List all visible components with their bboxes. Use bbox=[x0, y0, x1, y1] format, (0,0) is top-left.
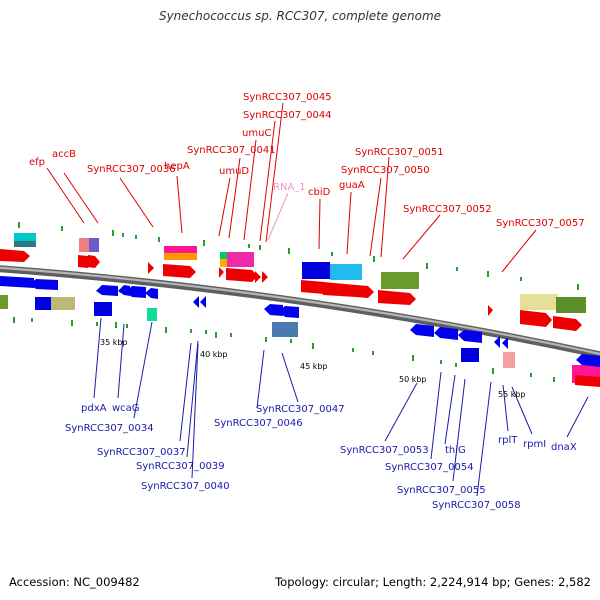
scale-ticks-outer bbox=[18, 222, 579, 290]
reverse-genes bbox=[0, 276, 600, 367]
label-SynRCC307-0034: SynRCC307_0034 bbox=[65, 423, 154, 434]
label-cbiD: cbiD bbox=[308, 187, 331, 198]
label-SynRCC307-0041: SynRCC307_0041 bbox=[187, 145, 276, 156]
label-SynRCC307-0054: SynRCC307_0054 bbox=[385, 462, 474, 473]
label-SynRCC307-0039: SynRCC307_0039 bbox=[136, 461, 225, 472]
label-efp: efp bbox=[29, 157, 45, 168]
label-SynRCC307-0045: SynRCC307_0045 bbox=[243, 92, 332, 103]
label-SynRCC307-0040: SynRCC307_0040 bbox=[141, 481, 230, 492]
top-labels: efp accB SynRCC307_0036 hepA umuD SynRCC… bbox=[29, 92, 585, 229]
kbp-label-45: 45 kbp bbox=[300, 362, 328, 371]
rna-leader-line bbox=[267, 192, 289, 241]
label-SynRCC307-0044: SynRCC307_0044 bbox=[243, 110, 332, 121]
label-umuD: umuD bbox=[219, 166, 249, 177]
label-umuC: umuC bbox=[242, 128, 271, 139]
bottom-leader-lines bbox=[93, 317, 589, 497]
label-SynRCC307-0036: SynRCC307_0036 bbox=[87, 164, 176, 175]
label-rplT: rplT bbox=[498, 435, 518, 446]
scale-ticks-inner bbox=[13, 317, 555, 382]
label-guaA: guaA bbox=[339, 180, 365, 191]
top-leader-lines bbox=[46, 102, 537, 273]
forward-genes bbox=[0, 249, 600, 387]
label-rpmI: rpmI bbox=[523, 439, 546, 450]
label-SynRCC307-0050: SynRCC307_0050 bbox=[341, 165, 430, 176]
label-SynRCC307-0055: SynRCC307_0055 bbox=[397, 485, 486, 496]
label-SynRCC307-0037: SynRCC307_0037 bbox=[97, 447, 186, 458]
page-title: Synechococcus sp. RCC307, complete genom… bbox=[158, 9, 442, 23]
label-hepA: hepA bbox=[164, 161, 190, 172]
label-thiG: thiG bbox=[445, 445, 466, 456]
label-accB: accB bbox=[52, 149, 76, 160]
kbp-label-55: 55 kbp bbox=[498, 390, 526, 399]
label-SynRCC307-0057: SynRCC307_0057 bbox=[496, 218, 585, 229]
kbp-markers: 35 kbp 40 kbp 45 kbp 50 kbp 55 kbp bbox=[100, 338, 526, 399]
label-SynRCC307-0052: SynRCC307_0052 bbox=[403, 204, 492, 215]
label-SynRCC307-0058: SynRCC307_0058 bbox=[432, 500, 521, 511]
label-SynRCC307-0046: SynRCC307_0046 bbox=[214, 418, 303, 429]
label-dnaX: dnaX bbox=[551, 442, 577, 453]
feature-blocks-upper bbox=[0, 233, 600, 383]
label-SynRCC307-0047: SynRCC307_0047 bbox=[256, 404, 345, 415]
genome-summary-text: Topology: circular; Length: 2,224,914 bp… bbox=[275, 575, 591, 589]
label-pdxA: pdxA bbox=[81, 403, 107, 414]
accession-text: Accession: NC_009482 bbox=[9, 575, 140, 589]
genome-backbone bbox=[0, 265, 600, 359]
label-SynRCC307-0051: SynRCC307_0051 bbox=[355, 147, 444, 158]
label-RNA-1: RNA_1 bbox=[273, 182, 306, 193]
bottom-labels: pdxA wcaG SynRCC307_0034 SynRCC307_0037 … bbox=[65, 403, 577, 511]
label-SynRCC307-0053: SynRCC307_0053 bbox=[340, 445, 429, 456]
label-wcaG: wcaG bbox=[112, 403, 140, 414]
kbp-label-40: 40 kbp bbox=[200, 350, 228, 359]
kbp-label-50: 50 kbp bbox=[399, 375, 427, 384]
kbp-label-35: 35 kbp bbox=[100, 338, 128, 347]
